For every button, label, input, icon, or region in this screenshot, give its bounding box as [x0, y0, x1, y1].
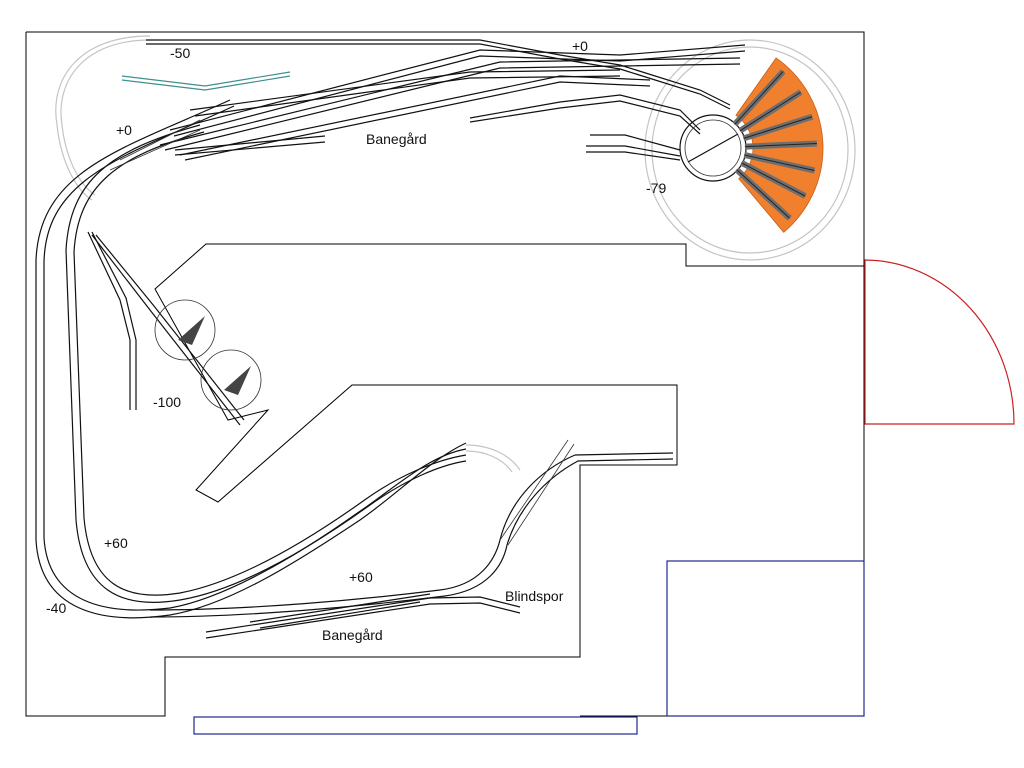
- stall-track: [739, 91, 801, 132]
- elevation-label: +0: [116, 122, 132, 138]
- station-label: Banegård: [366, 131, 427, 147]
- elevation-label: -40: [46, 600, 66, 616]
- stall-track: [736, 169, 791, 219]
- elevation-label: -79: [646, 180, 666, 196]
- cabinet-rect: [666, 560, 865, 717]
- roundhouse: [732, 57, 824, 233]
- cone-marker: [224, 366, 251, 395]
- shelf-rect: [193, 716, 638, 735]
- main-loop-tracks: [35, 99, 674, 619]
- cone-marker: [178, 316, 205, 345]
- connector-track: [121, 71, 291, 91]
- stall-track: [743, 116, 813, 139]
- siding-label: Blindspor: [505, 588, 564, 604]
- stall-track: [741, 162, 806, 197]
- elevation-label: +60: [104, 535, 128, 551]
- elevation-label: +60: [349, 569, 373, 585]
- elevation-label: -50: [170, 45, 190, 61]
- bottom-station-yard: [205, 439, 575, 639]
- door-swing: [864, 259, 1015, 425]
- elevation-label: +0: [572, 38, 588, 54]
- stall-track: [734, 70, 784, 125]
- hidden-branch: [87, 231, 262, 426]
- top-station-yard: [109, 39, 746, 171]
- hidden-tracks: [55, 35, 856, 473]
- stall-track: [744, 142, 817, 148]
- stall-track: [744, 154, 815, 171]
- elevation-label: -100: [153, 394, 181, 410]
- station-label: Banegård: [322, 627, 383, 643]
